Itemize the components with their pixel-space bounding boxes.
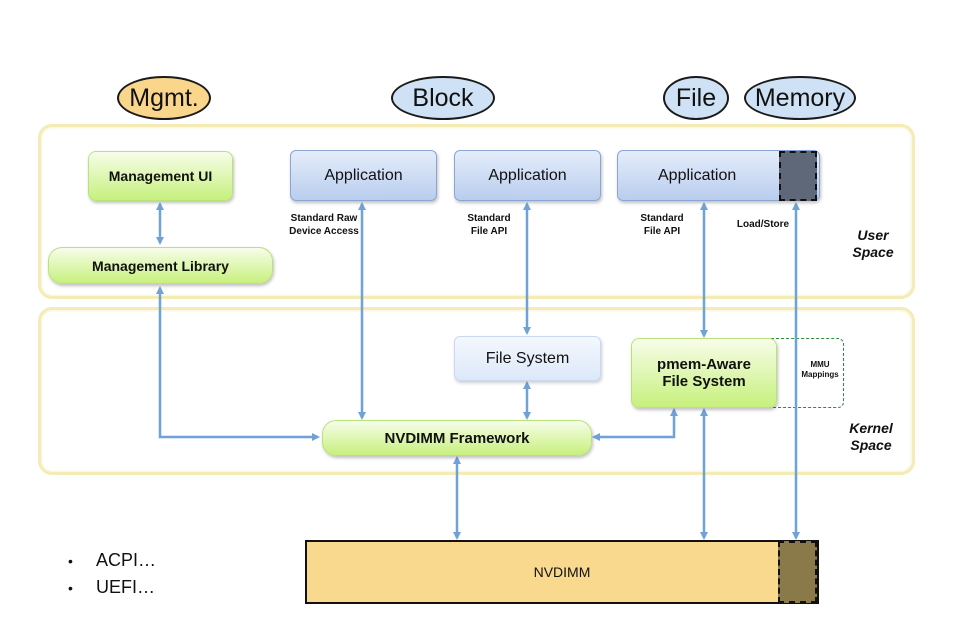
mgmt-label: Mgmt. xyxy=(117,76,211,120)
bullet-item-acpi: •ACPI… xyxy=(68,550,157,570)
application-box-2: Application xyxy=(454,150,601,201)
raw-device-access-label: Standard Raw Device Access xyxy=(289,213,359,237)
nvdimm-framework-box: NVDIMM Framework xyxy=(322,420,592,456)
nvdimm-memory-patch xyxy=(778,541,817,603)
memory-label: Memory xyxy=(744,76,856,120)
standard-file-api-label-2: Standard File API xyxy=(640,213,684,237)
arrow-framework-pmem xyxy=(592,408,678,441)
pmem-aware-file-system-box: pmem-Aware File System xyxy=(631,338,777,408)
arrow-library-framework xyxy=(156,286,320,441)
file-system-box: File System xyxy=(454,336,601,381)
management-library-box: Management Library xyxy=(48,247,273,284)
bullet-item-uefi: •UEFI… xyxy=(68,577,156,597)
app-memory-patch xyxy=(779,151,817,201)
load-store-label: Load/Store xyxy=(736,219,790,230)
user-space-label: User Space xyxy=(852,227,894,260)
kernel-space-label: Kernel Space xyxy=(849,420,893,453)
management-ui-box: Management UI xyxy=(88,151,233,201)
firmware-bullet-list: •ACPI… •UEFI… xyxy=(68,547,156,601)
application-box-1: Application xyxy=(290,150,437,201)
mmu-mappings-label: MMU Mappings xyxy=(801,360,839,379)
nvdimm-label: NVDIMM xyxy=(533,564,591,580)
standard-file-api-label-1: Standard File API xyxy=(467,213,511,237)
application-box-3-label: Application xyxy=(658,166,737,184)
nvdimm-box: NVDIMM xyxy=(305,540,819,604)
block-label: Block xyxy=(391,76,495,120)
file-label: File xyxy=(663,76,729,120)
